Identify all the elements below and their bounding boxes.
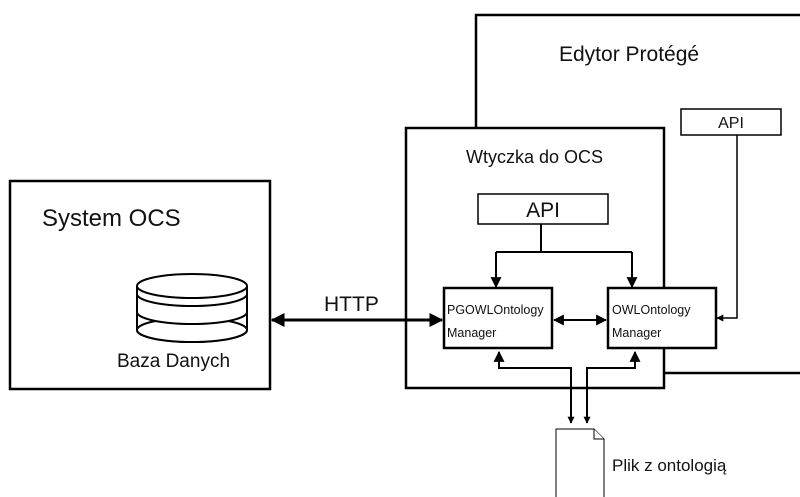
owl-ontology-manager-line1: OWLOntology [612, 303, 691, 317]
api-to-managers-connector [490, 224, 638, 289]
pg-ontology-manager-line1: PGOWLOntology [447, 303, 544, 317]
plugin-api-box: API [477, 193, 609, 225]
ocs-plugin-label: Wtyczka do OCS [466, 147, 603, 167]
managers-to-file-connectors [493, 350, 641, 424]
protege-api-box: API [680, 108, 782, 136]
owl-ontology-manager-box: OWLOntology Manager [606, 286, 718, 350]
pg-ontology-manager-box: PGOWLOntology Manager [442, 286, 554, 350]
protege-editor-label: Edytor Protégé [559, 43, 699, 66]
database-icon [136, 273, 248, 343]
protege-api-label: API [718, 115, 744, 132]
ocs-system-label: System OCS [42, 205, 181, 232]
http-label: HTTP [324, 293, 379, 316]
protege-editor-frame [474, 13, 800, 375]
plugin-api-label: API [526, 199, 560, 222]
database-label: Baza Danych [117, 351, 230, 372]
ontology-file-icon [555, 428, 605, 497]
ontology-file-label: Plik z ontologią [612, 456, 727, 475]
protege-api-to-owl-manager-arrow [716, 135, 738, 322]
owl-ontology-manager-line2: Manager [612, 326, 661, 340]
pg-ontology-manager-line2: Manager [447, 326, 496, 340]
